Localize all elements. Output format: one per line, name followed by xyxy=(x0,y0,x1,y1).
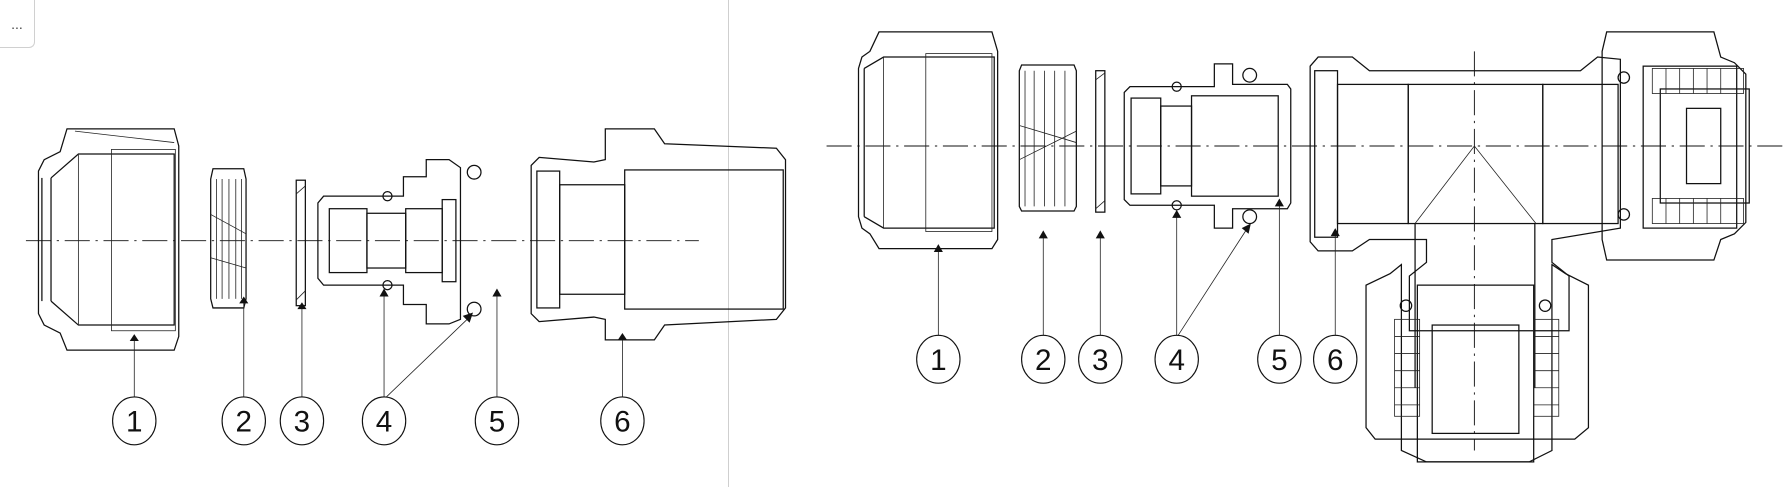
callout-3 xyxy=(1078,334,1123,384)
callout-1 xyxy=(112,396,157,446)
left-part-4-5-insert xyxy=(317,159,482,325)
callout-label: 2 xyxy=(1035,344,1052,377)
right-callouts: 1 2 3 4 5 6 xyxy=(916,334,1358,384)
more-options-button[interactable]: ... xyxy=(0,0,35,48)
left-part-3-washer xyxy=(295,179,306,307)
right-part-2-clamp-ring xyxy=(1018,64,1077,212)
left-part-6-body xyxy=(530,128,787,341)
callout-label: 6 xyxy=(1327,344,1344,377)
callout-label: 1 xyxy=(930,344,947,377)
callout-5 xyxy=(1257,334,1302,384)
callout-label: 2 xyxy=(236,405,253,438)
callout-3 xyxy=(279,396,325,446)
right-part-1-nut xyxy=(857,31,999,250)
callout-label: 4 xyxy=(1168,344,1185,377)
right-part-3-washer xyxy=(1095,70,1106,213)
right-part-4-5-insert xyxy=(1123,63,1292,229)
left-drawing: 1 2 3 4 5 6 xyxy=(25,128,787,446)
callout-label: 5 xyxy=(1271,344,1288,377)
left-part-2-clamp-ring xyxy=(210,168,247,309)
panel-divider xyxy=(728,0,729,487)
callout-6 xyxy=(600,396,645,446)
left-leaders xyxy=(129,288,627,400)
callout-label: 5 xyxy=(489,405,505,438)
callout-5 xyxy=(474,396,520,446)
right-part-6-tee-body xyxy=(1309,31,1750,463)
callout-4 xyxy=(361,396,407,446)
right-drawing: 1 2 3 4 5 6 xyxy=(826,31,1786,463)
callout-label: 3 xyxy=(294,405,311,438)
callout-4 xyxy=(1154,334,1199,384)
callout-label: 1 xyxy=(126,405,143,438)
callout-label: 6 xyxy=(614,405,631,438)
callout-6 xyxy=(1312,334,1358,384)
callout-2 xyxy=(1021,334,1066,384)
callout-label: 4 xyxy=(376,405,393,438)
callout-1 xyxy=(916,334,961,384)
callout-label: 3 xyxy=(1092,344,1109,377)
callout-2 xyxy=(221,396,267,446)
left-callouts: 1 2 3 4 5 6 xyxy=(112,396,645,446)
right-leaders xyxy=(933,198,1340,338)
left-part-1-nut xyxy=(37,128,180,351)
